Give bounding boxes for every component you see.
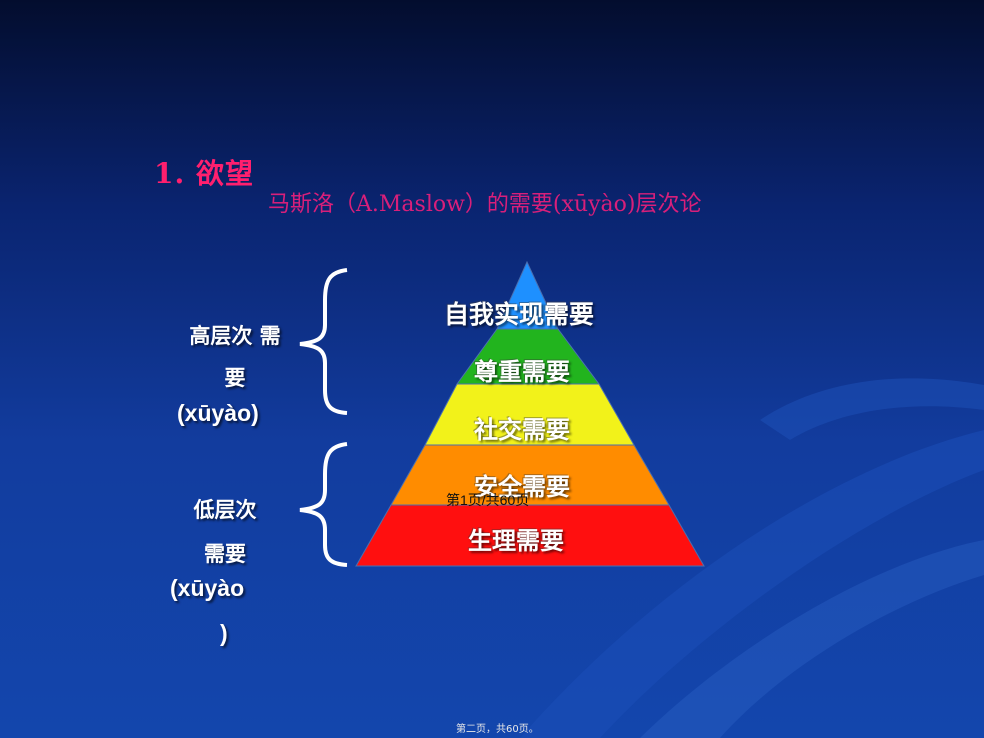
section-heading: 1. 欲望 xyxy=(154,157,254,190)
high-needs-label-line2: 要 xyxy=(224,365,246,390)
low-needs-pinyin: (xūyào xyxy=(170,575,245,601)
high-needs-label-line1: 高层次 需 xyxy=(189,323,281,348)
high-needs-brace-icon xyxy=(299,268,348,415)
low-needs-label-line2: 需要 xyxy=(204,541,246,566)
pyramid-tier-physiological xyxy=(355,504,705,567)
low-needs-brace-icon xyxy=(299,442,348,567)
slide-subtitle: 马斯洛（A.Maslow）的需要(xūyào)层次论 xyxy=(268,192,702,217)
tier-label-physiological: 生理需要 xyxy=(468,527,564,555)
tier-label-safety: 安全需要 xyxy=(474,473,570,501)
tier-label-self-actualization: 自我实现需要 xyxy=(444,300,595,329)
low-needs-label-line1: 低层次 xyxy=(193,497,257,522)
high-needs-pinyin: (xūyào) xyxy=(177,400,259,426)
tier-label-social: 社交需要 xyxy=(474,416,570,444)
tier-label-esteem: 尊重需要 xyxy=(474,358,570,386)
low-needs-pinyin-close: ) xyxy=(220,620,228,646)
page-overlay-text: 第1页/共60页 xyxy=(446,492,530,508)
page-footer: 第二页，共60页。 xyxy=(456,724,539,735)
